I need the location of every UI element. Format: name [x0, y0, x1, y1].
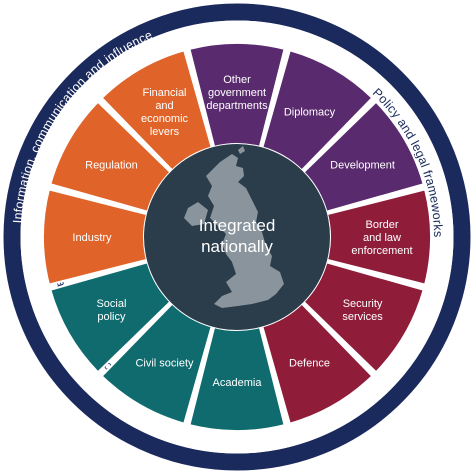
segment-label: Security	[343, 298, 383, 310]
segment-label: enforcement	[351, 245, 412, 257]
segment-label: Development	[330, 160, 395, 172]
segment-label: Regulation	[85, 160, 138, 172]
center-label-line1: Integrated	[199, 216, 276, 235]
segment-label: and	[155, 100, 173, 112]
segment-label: Financial	[142, 87, 186, 99]
center-label-line2: nationally	[201, 237, 273, 256]
uk-map-icon	[184, 146, 284, 308]
segment-label: Defence	[289, 358, 330, 370]
segment-label: Diplomacy	[284, 106, 336, 118]
segment-label: departments	[206, 100, 268, 112]
segment-label: Civil society	[135, 358, 194, 370]
segment-label: economic	[141, 113, 189, 125]
segment-label: Social	[96, 298, 126, 310]
segment-label: Border	[365, 219, 398, 231]
segment-label: policy	[97, 311, 126, 323]
segment-label: Academia	[213, 377, 263, 389]
segment-label: services	[342, 311, 383, 323]
outer-ring	[3, 3, 471, 471]
segment-label: Industry	[72, 232, 112, 244]
segments-group: OthergovernmentdepartmentsDiplomacyDevel…	[42, 42, 432, 432]
segment-label: Other	[223, 74, 251, 86]
segment-label: levers	[150, 126, 180, 138]
segment-label: government	[208, 87, 266, 99]
segment-label: and law	[363, 232, 401, 244]
